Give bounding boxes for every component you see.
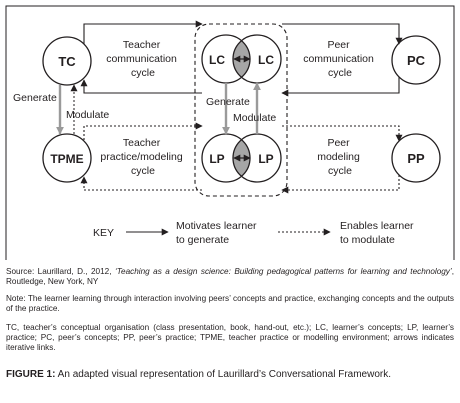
figure-caption: FIGURE 1: An adapted visual representati… [6,369,454,381]
teacher-comm-label: Teacher communication cycle [106,39,180,79]
peer-modeling-arrow-back [281,175,400,194]
tc-label: TC [58,54,76,69]
lc-left-label: LC [209,53,225,67]
abbreviations-text: TC, teacher’s conceptual organisation (c… [6,323,454,353]
note-text: Note: The learner learning through inter… [6,294,454,314]
lp-right-label: LP [258,152,273,166]
peer-modeling-arrow-out [282,125,403,142]
peer-modeling-label: Peer modeling cycle [317,137,363,177]
teacher-comm-arrow-back [80,79,202,94]
teacher-practice-label: Teacher practice/modeling cycle [100,137,185,177]
source-prefix: Source: [6,267,38,276]
source-title: ‘Teaching as a design science: Building … [114,267,452,276]
diagram-border [5,5,455,260]
pp-label: PP [407,151,425,166]
left-modulate-label: Modulate [66,109,109,121]
lc-right-label: LC [258,53,274,67]
center-modulate-label: Modulate [233,112,276,124]
lp-left-label: LP [209,152,224,166]
lp-overlap [233,134,250,182]
teacher-practice-arrow-back [80,176,202,191]
pc-label: PC [407,53,426,68]
lc-overlap [233,35,250,83]
figure-label: FIGURE 1: [6,369,56,380]
center-generate-label: Generate [206,96,250,108]
source-publisher: , Routledge, New York, NY [6,267,454,287]
pp-node [391,133,441,183]
tpme-node [42,133,92,183]
key-title: KEY [93,227,114,239]
learner-dashed-box [194,23,288,197]
teacher-practice-arrow-out [83,122,203,140]
peer-comm-arrow-out [282,23,403,45]
figure-title: An adapted visual representation of Laur… [55,369,392,380]
peer-comm-label: Peer communication cycle [303,39,377,79]
left-generate-label: Generate [13,92,57,104]
teacher-comm-arrow-out [83,20,203,44]
peer-comm-arrow-back [281,77,400,97]
key-dashed-label: Enables learner to modulate [340,220,416,246]
pc-node [391,35,441,85]
conversational-framework-diagram: TC TPME LC LC LP LP PC PP Teacher commun… [5,5,455,260]
source-citation: Source: Laurillard, D., 2012, ‘Teaching … [6,267,454,287]
tc-node [42,36,92,86]
source-author: Laurillard, D., 2012, [37,267,115,276]
key-solid-label: Motivates learner to generate [176,220,259,246]
tpme-label: TPME [50,152,83,166]
